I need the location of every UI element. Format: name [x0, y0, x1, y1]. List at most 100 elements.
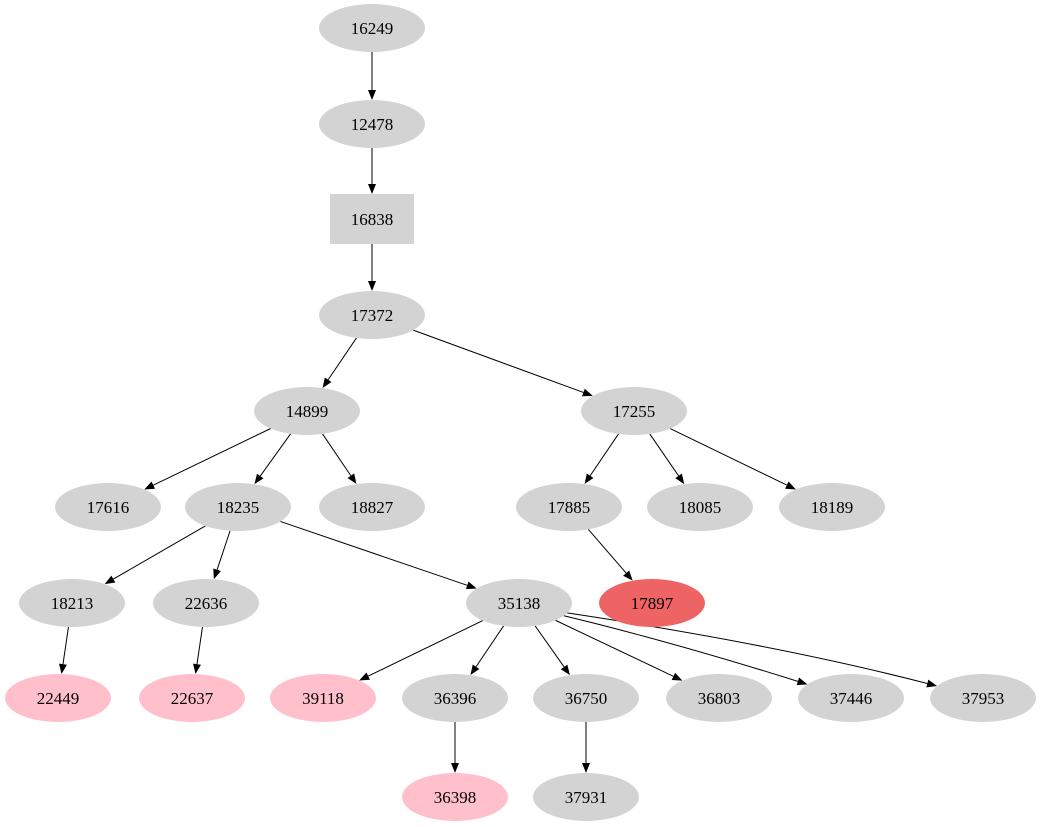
node-label: 22637: [171, 689, 214, 708]
node-ellipse: [533, 773, 639, 821]
edge-line: [649, 433, 679, 477]
arrowhead-icon: [584, 473, 594, 485]
node-label: 18827: [351, 498, 394, 517]
edge-line: [567, 612, 928, 685]
node-label: 18085: [679, 498, 722, 517]
node-ellipse: [798, 674, 904, 722]
edge-line: [587, 529, 627, 574]
node-35138[interactable]: 35138: [466, 579, 572, 627]
node-18085[interactable]: 18085: [647, 483, 753, 531]
edge-line: [589, 433, 619, 477]
node-ellipse: [319, 483, 425, 531]
node-17897[interactable]: 17897: [599, 579, 705, 627]
nodes-layer: 16249 12478 16838 17372 14899 17255 17616 18235…: [5, 4, 1036, 821]
edge-22636-to-22637: [193, 626, 203, 675]
node-ellipse: [402, 773, 508, 821]
edge-17372-to-14899: [322, 337, 357, 389]
arrowhead-icon: [104, 575, 116, 585]
node-14899[interactable]: 14899: [254, 387, 360, 435]
node-label: 22636: [185, 594, 228, 613]
node-17255[interactable]: 17255: [581, 387, 687, 435]
edge-36396-to-36398: [451, 722, 459, 773]
node-36396[interactable]: 36396: [402, 674, 508, 722]
node-label: 16838: [351, 210, 394, 229]
edge-17372-to-17255: [413, 329, 593, 397]
node-ellipse: [581, 387, 687, 435]
arrowhead-icon: [59, 663, 67, 675]
node-label: 18189: [811, 498, 854, 517]
node-ellipse: [319, 291, 425, 339]
node-ellipse: [666, 674, 772, 722]
node-label: 36396: [434, 689, 477, 708]
node-37446[interactable]: 37446: [798, 674, 904, 722]
node-37931[interactable]: 37931: [533, 773, 639, 821]
edge-line: [327, 337, 357, 381]
edge-17255-to-18189: [669, 428, 796, 490]
arrowhead-icon: [671, 672, 683, 681]
node-18235[interactable]: 18235: [185, 483, 291, 531]
node-12478[interactable]: 12478: [319, 100, 425, 148]
node-36398[interactable]: 36398: [402, 773, 508, 821]
node-16838[interactable]: 16838: [330, 194, 414, 244]
node-label: 17897: [631, 594, 674, 613]
node-ellipse: [516, 483, 622, 531]
node-36803[interactable]: 36803: [666, 674, 772, 722]
node-label: 37953: [962, 689, 1005, 708]
node-17616[interactable]: 17616: [55, 483, 161, 531]
node-16249[interactable]: 16249: [319, 4, 425, 52]
node-label: 36750: [565, 689, 608, 708]
node-22636[interactable]: 22636: [153, 579, 259, 627]
node-ellipse: [5, 674, 111, 722]
arrowhead-icon: [582, 388, 593, 397]
edge-35138-to-36396: [470, 625, 504, 676]
node-ellipse: [599, 579, 705, 627]
node-ellipse: [19, 579, 125, 627]
node-17885[interactable]: 17885: [516, 483, 622, 531]
arrowhead-icon: [213, 568, 221, 580]
node-18827[interactable]: 18827: [319, 483, 425, 531]
node-label: 18213: [51, 594, 94, 613]
node-17372[interactable]: 17372: [319, 291, 425, 339]
node-ellipse: [185, 483, 291, 531]
node-label: 17255: [613, 402, 656, 421]
arrowhead-icon: [193, 663, 201, 675]
node-label: 12478: [351, 115, 394, 134]
node-label: 37931: [565, 788, 608, 807]
edge-18235-to-35138: [280, 520, 477, 590]
edge-17255-to-17885: [584, 433, 619, 485]
node-box: [330, 194, 414, 244]
node-ellipse: [55, 483, 161, 531]
node-22449[interactable]: 22449: [5, 674, 111, 722]
node-ellipse: [930, 674, 1036, 722]
arrowhead-icon: [368, 281, 376, 291]
node-18189[interactable]: 18189: [779, 483, 885, 531]
node-37953[interactable]: 37953: [930, 674, 1036, 722]
arrowhead-icon: [785, 481, 796, 490]
edge-18235-to-22636: [213, 530, 231, 580]
node-36750[interactable]: 36750: [533, 674, 639, 722]
node-label: 37446: [830, 689, 873, 708]
edge-35138-to-39118: [359, 620, 484, 681]
node-label: 17372: [351, 306, 394, 325]
edge-line: [280, 520, 468, 586]
arrowhead-icon: [465, 581, 477, 590]
arrowhead-icon: [322, 377, 332, 389]
node-39118[interactable]: 39118: [270, 674, 376, 722]
node-22637[interactable]: 22637: [139, 674, 245, 722]
edge-35138-to-37446: [563, 615, 808, 686]
edge-line: [475, 625, 504, 668]
edges-layer: [59, 52, 938, 773]
arrowhead-icon: [368, 184, 376, 194]
node-label: 22449: [37, 689, 80, 708]
edge-16838-to-17372: [368, 244, 376, 291]
arrowhead-icon: [675, 473, 685, 485]
node-ellipse: [319, 100, 425, 148]
node-ellipse: [647, 483, 753, 531]
node-label: 18235: [217, 498, 260, 517]
node-18213[interactable]: 18213: [19, 579, 125, 627]
edge-line: [534, 625, 565, 668]
arrowhead-icon: [582, 763, 590, 773]
arrowhead-icon: [254, 473, 264, 485]
arrowhead-icon: [560, 664, 570, 676]
